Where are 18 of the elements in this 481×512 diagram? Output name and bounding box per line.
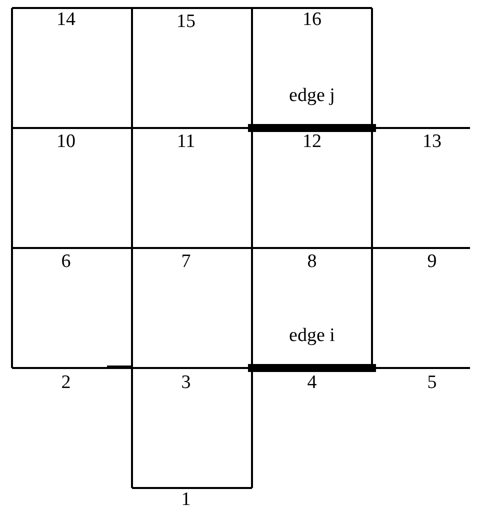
cell-number: 10 bbox=[56, 132, 76, 152]
cell-number: 4 bbox=[307, 373, 317, 393]
cell-number: 14 bbox=[56, 10, 76, 30]
cell-number: 11 bbox=[176, 132, 196, 152]
cell-number: 13 bbox=[422, 132, 442, 152]
side-name-text: edge j bbox=[289, 86, 335, 106]
cell-number: 8 bbox=[307, 252, 317, 272]
cell-number: 2 bbox=[61, 373, 71, 393]
cell-number: 7 bbox=[181, 252, 191, 272]
cell-number: 1 bbox=[181, 490, 191, 510]
cell-number: 15 bbox=[176, 12, 196, 32]
cell-number: 3 bbox=[181, 373, 191, 393]
cell-number: 12 bbox=[302, 132, 322, 152]
cell-number: 5 bbox=[427, 373, 437, 393]
cell-number: 9 bbox=[427, 252, 437, 272]
cell-number: 6 bbox=[61, 252, 71, 272]
cell-number: 16 bbox=[302, 10, 322, 30]
side-name-text: edge i bbox=[289, 326, 335, 346]
